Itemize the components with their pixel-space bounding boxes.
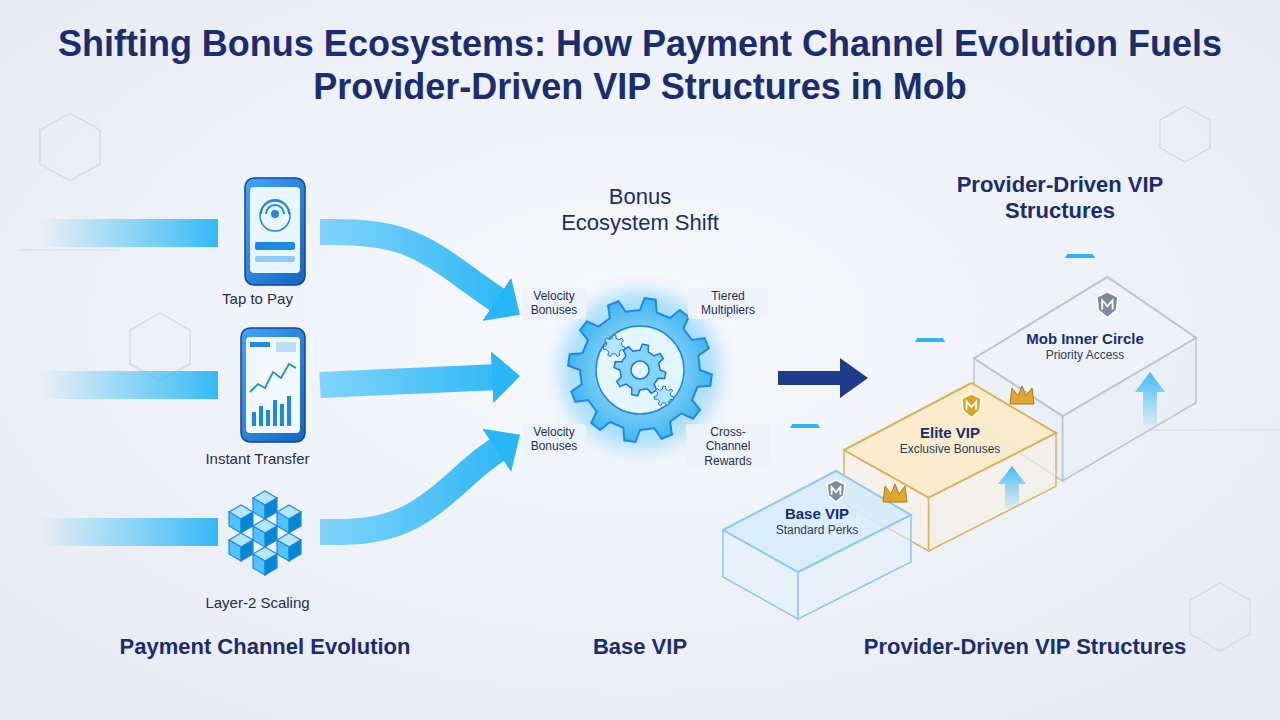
flow-arrow xyxy=(320,377,493,385)
tier-name: Base VIP xyxy=(760,505,874,523)
payment-channel-node: Layer-2 Scaling xyxy=(195,476,320,616)
tier-perk: Standard Perks xyxy=(760,523,874,537)
bonus-label: Velocity Bonuses xyxy=(522,424,586,455)
flow-arrow xyxy=(320,450,498,532)
channel-label: Instant Transfer xyxy=(195,450,320,468)
diagram-title: Shifting Bonus Ecosystems: How Payment C… xyxy=(50,22,1230,108)
tier-perk: Priority Access xyxy=(1018,348,1152,362)
channel-label: Layer-2 Scaling xyxy=(195,594,320,612)
channel-label: Tap to Pay xyxy=(195,290,320,308)
vip-tier-box: Base VIPStandard Perks xyxy=(722,470,912,620)
tier-perk: Exclusive Bonuses xyxy=(886,442,1014,456)
payment-channel-node: Instant Transfer xyxy=(195,322,320,470)
stage-heading: Bonus Ecosystem Shift xyxy=(557,184,723,237)
section-caption: Provider-Driven VIP Structures xyxy=(815,634,1235,660)
tier-name: Elite VIP xyxy=(886,424,1014,442)
payment-channel-node: Tap to Pay xyxy=(195,172,320,312)
section-caption: Payment Channel Evolution xyxy=(65,634,465,660)
bonus-label: Tiered Multipliers xyxy=(688,288,768,319)
tier-name: Mob Inner Circle xyxy=(1018,330,1152,348)
bonus-label: Velocity Bonuses xyxy=(522,288,586,319)
section-heading: Provider-Driven VIP Structures xyxy=(955,172,1165,225)
flow-arrow xyxy=(320,232,498,300)
bonus-gear: Bonus Ecosystem ShiftVelocity Bonuses Tie… xyxy=(520,182,772,467)
bonus-label: Cross-Channel Rewards xyxy=(686,424,770,469)
section-caption: Base VIP xyxy=(520,634,760,660)
tier-box-shape xyxy=(722,470,912,620)
